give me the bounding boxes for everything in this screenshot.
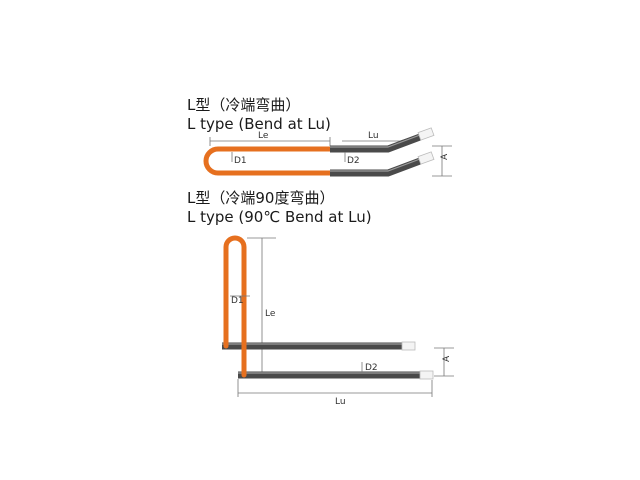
top-title-zh: L型（冷端弯曲） [187,96,301,114]
bottom-hot-zone [223,235,247,378]
top-le-label: Le [258,131,269,141]
top-cold-end-lower-highlight [330,158,421,172]
top-lu-label: Lu [368,131,379,141]
top-title-en: L type (Bend at Lu) [187,115,331,133]
bottom-element: Le D1 D2 A Lu [222,235,454,407]
bottom-d2-label: D2 [365,363,378,373]
top-cold-end-lower [330,157,422,177]
top-cold-end-upper-highlight [330,134,421,148]
bottom-le-label: Le [265,309,276,319]
bottom-d1-label: D1 [231,296,244,306]
top-d1-label: D1 [234,156,247,166]
bottom-title-en: L type (90℃ Bend at Lu) [187,208,372,226]
top-element: Le Lu D1 D2 A [203,127,452,177]
bottom-terminal-lower [419,370,434,380]
top-terminal-lower [417,151,435,165]
top-d2-label: D2 [347,156,360,166]
top-hot-zone [203,146,333,176]
top-terminal-upper [417,127,435,141]
bottom-terminal-upper [401,341,416,351]
bottom-a-label: A [442,355,452,362]
top-cold-end-upper [330,133,422,153]
bottom-title-zh: L型（冷端90度弯曲） [187,189,335,207]
top-a-label: A [440,153,450,160]
bottom-lu-label: Lu [335,397,346,407]
